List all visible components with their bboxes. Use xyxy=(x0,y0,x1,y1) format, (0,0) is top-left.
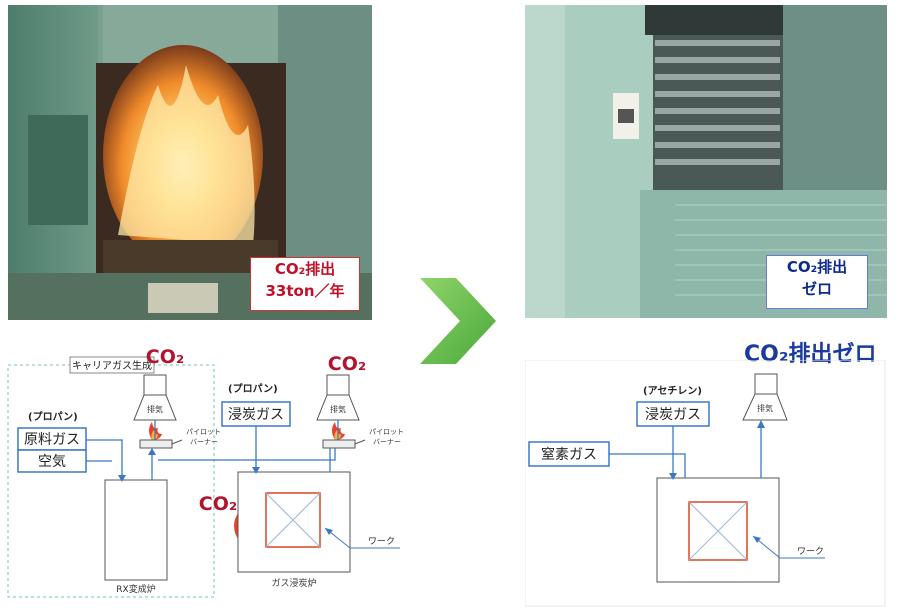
after-co2-label-line2: ゼロ xyxy=(801,280,832,298)
exhaust-hood-right xyxy=(316,374,360,421)
propane-mid-text: (プロパン) xyxy=(228,382,278,395)
acetylene-text: (アセチレン) xyxy=(643,385,702,397)
carburizing-gas-text: 浸炭ガス xyxy=(228,407,284,423)
carrier-gas-text: キャリアガス生成 xyxy=(72,359,152,372)
rx-furnace-text: RX変成炉 xyxy=(116,583,155,595)
propane-left-text: (プロパン) xyxy=(28,410,78,423)
after-co2-label: CO₂排出 ゼロ xyxy=(766,255,868,309)
gas-furnace-text: ガス浸炭炉 xyxy=(271,577,316,589)
transition-arrow xyxy=(420,278,500,364)
before-co2-label-line2: 33ton／年 xyxy=(265,282,345,300)
after-furnace-photo xyxy=(525,5,887,318)
before-furnace-photo xyxy=(8,5,372,320)
co2-right-label: CO₂ xyxy=(328,353,366,375)
after-headline: CO₂排出ゼロ xyxy=(744,342,877,367)
after-co2-label-line1: CO₂排出 xyxy=(786,258,848,276)
air-text: 空気 xyxy=(38,454,66,470)
after-diagram-frame xyxy=(525,360,886,607)
before-co2-label: CO₂排出 33ton／年 xyxy=(250,257,360,311)
carrier-gas-tag xyxy=(69,356,155,374)
after-work-text: ワーク xyxy=(797,546,824,557)
exhaust-left-text: 排気 xyxy=(147,404,163,414)
after-exhaust-text: 排気 xyxy=(757,403,773,413)
exhaust-right-text: 排気 xyxy=(330,404,346,414)
after-carburizing-gas-text: 浸炭ガス xyxy=(645,407,701,423)
before-process-diagram: キャリアガス生成 CO₂ CO₂ CO₂ 排気 排気 パイロット バーナー パイ… xyxy=(7,346,404,598)
work-text: ワーク xyxy=(368,536,395,547)
before-co2-label-line1: CO₂排出 xyxy=(274,260,336,278)
pilot-burner-right-text2: バーナー xyxy=(373,438,401,446)
pilot-burner-left-text1: パイロット xyxy=(186,428,221,436)
exhaust-hood xyxy=(742,373,788,421)
pilot-burner-left xyxy=(139,439,173,449)
carburizing-gas-box xyxy=(221,401,291,427)
raw-gas-text: 原料ガス xyxy=(24,432,80,448)
rx-furnace-box xyxy=(104,479,168,581)
exhaust-hood-left xyxy=(133,374,177,421)
co2-side-label: CO₂ xyxy=(199,493,237,515)
nitrogen-gas-text: 窒素ガス xyxy=(541,446,597,463)
nitrogen-gas-box xyxy=(528,441,610,467)
pilot-burner-right xyxy=(322,439,356,449)
co2-top-label: CO₂ xyxy=(146,346,184,368)
after-process-diagram: 排気 (アセチレン) 浸炭ガス 窒素ガス ワーク xyxy=(525,360,886,607)
pilot-burner-right-text1: パイロット xyxy=(369,428,404,436)
pilot-burner-left-text2: バーナー xyxy=(190,438,218,446)
